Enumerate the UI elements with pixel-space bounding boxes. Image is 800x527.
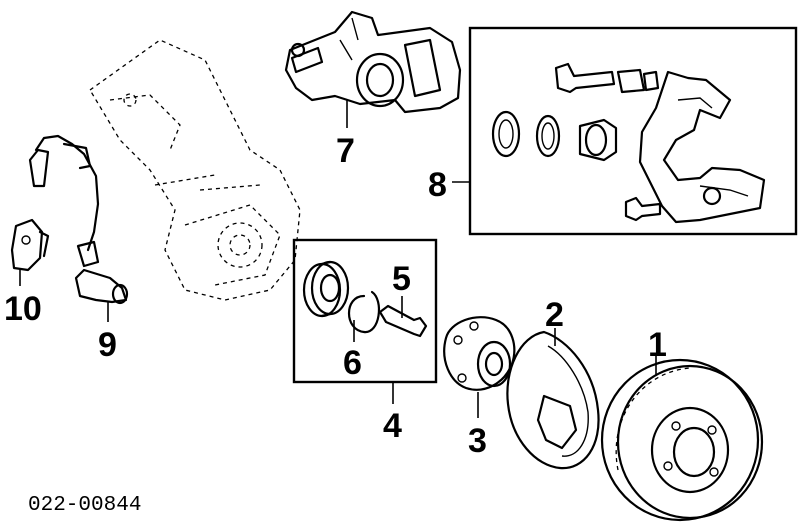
leader-lines bbox=[19, 100, 657, 418]
callout-9: 9 bbox=[98, 326, 117, 364]
callout-7: 7 bbox=[336, 132, 355, 170]
brake-rotor-part bbox=[600, 358, 764, 522]
steering-knuckle-outline bbox=[89, 39, 301, 301]
wheel-speed-sensor-part bbox=[74, 268, 129, 305]
callout-4: 4 bbox=[383, 407, 402, 445]
caliper-bracket-kit-box bbox=[468, 26, 798, 236]
callout-5: 5 bbox=[392, 260, 411, 298]
callout-6: 6 bbox=[343, 344, 362, 382]
sensor-bracket-part bbox=[10, 218, 50, 272]
snap-ring-part bbox=[348, 290, 380, 334]
callout-2: 2 bbox=[545, 296, 564, 334]
hub-bolt-part bbox=[378, 304, 428, 338]
wheel-hub-part bbox=[443, 316, 516, 391]
hub-bearing-kit-box bbox=[292, 238, 438, 384]
caliper-part bbox=[284, 10, 462, 114]
callout-8: 8 bbox=[428, 166, 447, 204]
caliper-bracket-kit bbox=[491, 62, 766, 224]
callout-3: 3 bbox=[468, 422, 487, 460]
wheel-bearing-part bbox=[302, 260, 350, 318]
diagram-code: 022-00844 bbox=[28, 494, 141, 517]
abs-sensor-harness bbox=[28, 134, 100, 268]
callout-1: 1 bbox=[648, 326, 667, 364]
dust-shield-part bbox=[506, 330, 600, 470]
callout-10: 10 bbox=[4, 290, 42, 328]
